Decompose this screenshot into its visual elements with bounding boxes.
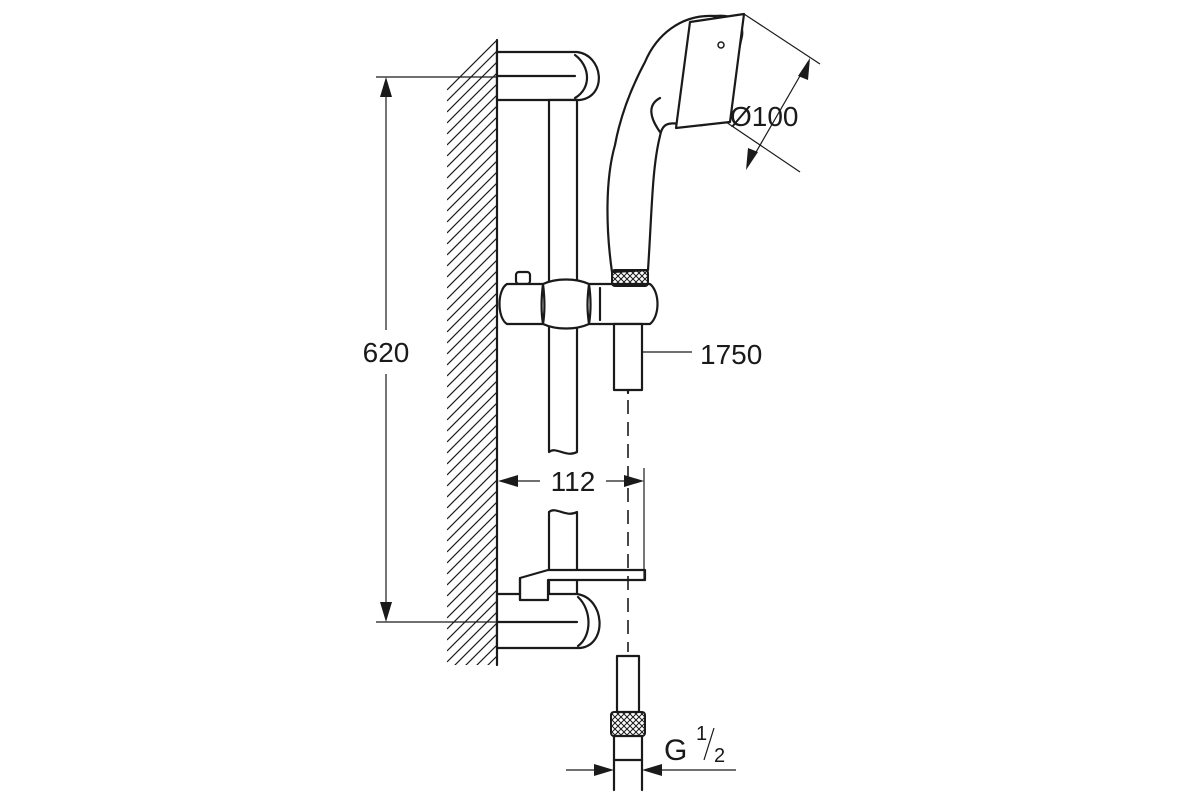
hatch-line [447, 534, 497, 586]
upper-wall-bracket [495, 50, 600, 102]
hatch-line [447, 490, 497, 542]
hatch-line [447, 127, 497, 179]
hatch-line [447, 391, 497, 443]
dimension-bar-height: 620 [363, 76, 497, 623]
shower-rail [547, 98, 579, 604]
shower-hose [612, 322, 644, 395]
hatch-line [447, 94, 497, 146]
hatch-line [447, 711, 497, 761]
hatch-line [447, 237, 497, 289]
soap-tray [518, 568, 647, 602]
hatch-line [447, 72, 497, 124]
hatch-line [447, 61, 497, 113]
hatch-line [447, 545, 497, 597]
hatch-line [447, 50, 497, 102]
hatch-line [447, 204, 497, 256]
connection-denominator-label: 2 [714, 745, 725, 767]
hatch-line [447, 215, 497, 267]
wall-hatching [447, 40, 497, 761]
hatch-line [476, 644, 497, 665]
hatch-line [447, 281, 497, 333]
hatch-line [447, 182, 497, 234]
hatch-line [447, 270, 497, 322]
hatch-line [447, 667, 497, 717]
hatch-line [447, 457, 497, 509]
hatch-line [447, 678, 497, 728]
hatch-line [447, 578, 497, 630]
hatch-line [447, 589, 497, 641]
hatch-line [487, 655, 497, 665]
wall-offset-label: 112 [551, 466, 596, 497]
hatch-line [447, 149, 497, 201]
hatch-line [447, 40, 497, 91]
hatch-line [447, 138, 497, 190]
slider-holder [498, 270, 659, 330]
hatch-line [447, 413, 497, 465]
hatch-line [447, 347, 497, 399]
hatch-line [447, 468, 497, 520]
hatch-line [447, 402, 497, 454]
hatch-line [447, 160, 497, 212]
hatch-line [447, 292, 497, 344]
lower-wall-bracket [495, 592, 601, 650]
hatch-line [447, 512, 497, 564]
hatch-line [447, 700, 497, 750]
hatch-line [447, 83, 497, 135]
hatch-line [447, 689, 497, 739]
hatch-line [447, 303, 497, 355]
hatch-line [447, 424, 497, 476]
connection-prefix-label: G [664, 734, 687, 767]
hatch-line [447, 116, 497, 168]
hatch-line [454, 622, 497, 665]
hatch-line [447, 435, 497, 487]
hatch-line [465, 633, 497, 665]
hatch-line [447, 523, 497, 575]
hatch-line [447, 369, 497, 421]
hatch-line [447, 501, 497, 553]
hatch-line [447, 259, 497, 311]
bar-height-label: 620 [363, 337, 410, 368]
dimension-connection-thread: G 1 2 [566, 723, 736, 776]
hatch-line [447, 193, 497, 245]
hatch-line [447, 171, 497, 223]
hose-connection [610, 654, 646, 792]
dimension-hose-length: 1750 [642, 339, 762, 370]
connection-numerator-label: 1 [696, 723, 707, 745]
hand-shower [606, 12, 746, 287]
hatch-line [447, 314, 497, 366]
wall [447, 38, 499, 761]
hatch-line [447, 479, 497, 531]
hatch-line [447, 600, 497, 652]
hatch-line [447, 446, 497, 498]
dimension-head-diameter: Ø100 [725, 13, 821, 173]
hatch-line [447, 380, 497, 432]
hatch-line [447, 336, 497, 388]
dimension-wall-offset: 112 [498, 466, 645, 580]
hatch-line [447, 226, 497, 278]
hatch-line [447, 325, 497, 377]
hatch-line [447, 567, 497, 619]
hatch-line [447, 248, 497, 300]
head-diameter-label: Ø100 [730, 101, 799, 132]
hatch-line [447, 611, 497, 663]
hatch-line [447, 556, 497, 608]
hose-length-label: 1750 [700, 339, 762, 370]
hatch-line [447, 105, 497, 157]
hatch-line [447, 358, 497, 410]
